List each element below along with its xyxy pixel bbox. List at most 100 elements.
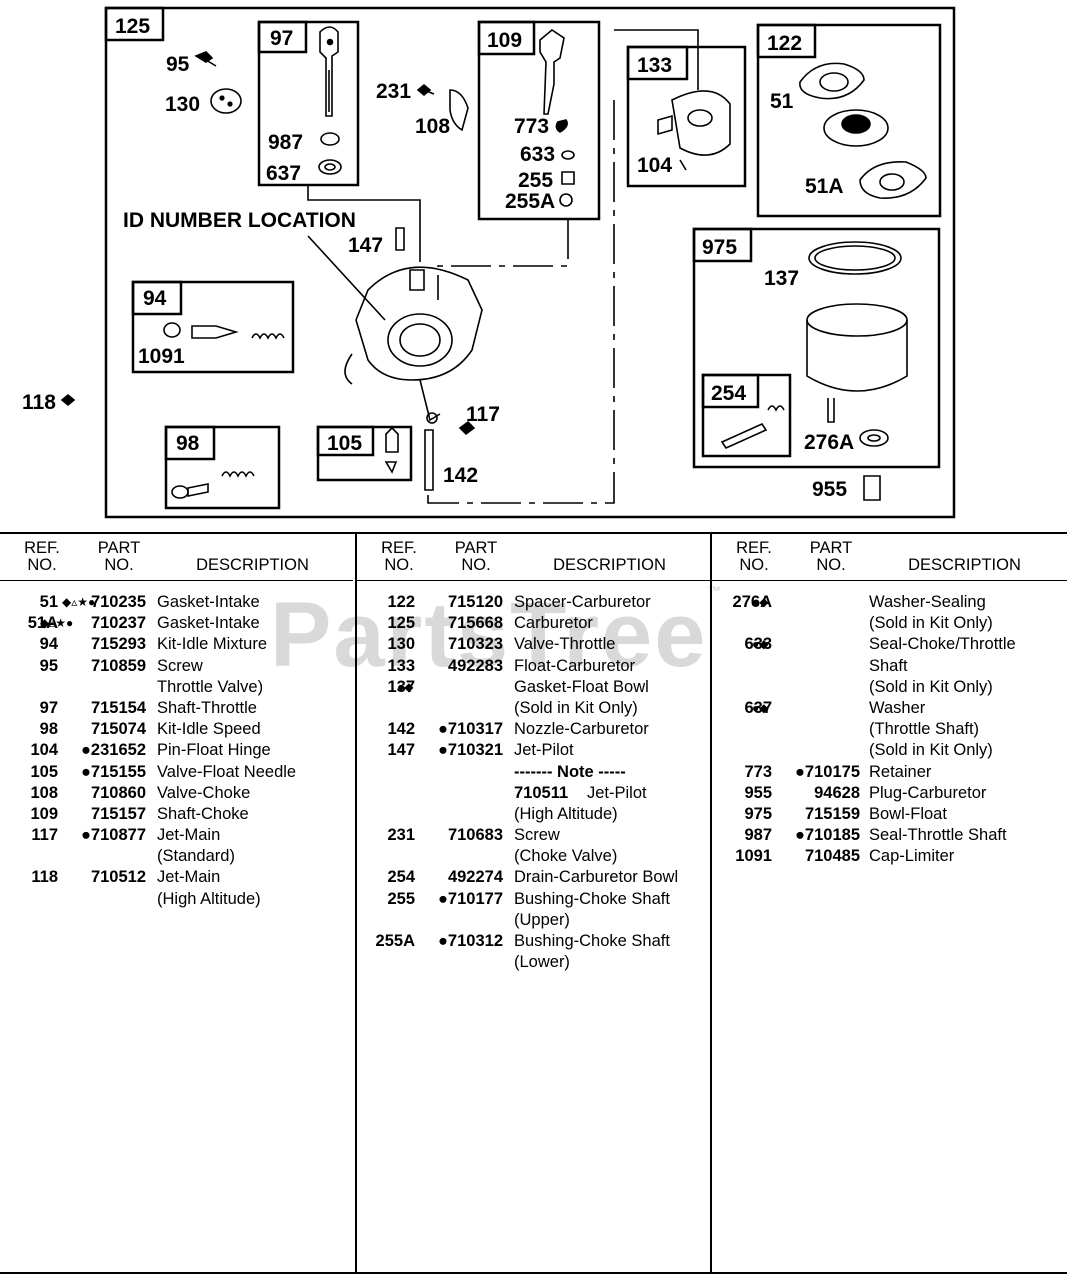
ref-no-cell: 125 xyxy=(387,614,415,633)
ref-no-cell: 104 xyxy=(30,741,58,760)
box-label-975: 975 xyxy=(702,236,737,259)
ref-no-cell: 95 xyxy=(39,656,58,675)
box-label-133: 133 xyxy=(637,54,672,77)
ref-no-cell: 633 xyxy=(744,635,772,654)
ref-no-cell: 109 xyxy=(30,804,58,823)
ref-no-cell: 637 xyxy=(744,698,772,717)
ref-no-cell: 773 xyxy=(744,762,772,781)
box-label-125: 125 xyxy=(115,15,150,38)
float-133-drawing xyxy=(657,90,731,171)
part-no-cell: 710485 xyxy=(804,847,860,866)
description-cell: Bowl-Float xyxy=(869,804,947,823)
description-header: DESCRIPTION xyxy=(553,556,666,574)
table-row: 125 715668 Carburetor xyxy=(357,613,710,634)
callout-231: 231 xyxy=(376,80,411,103)
kit-symbol-cell: ●◆ xyxy=(397,679,414,694)
ref-no-cell: 98 xyxy=(39,720,58,739)
table-row: (Sold in Kit Only) xyxy=(712,740,1067,761)
part-no-cell: 715074 xyxy=(90,720,146,739)
part-no-cell: 710860 xyxy=(90,783,146,802)
ref-no-cell: 137 xyxy=(387,677,415,696)
box-label-105: 105 xyxy=(327,432,362,455)
description-cell: Bushing-Choke Shaft xyxy=(514,932,670,950)
description-cell: Retainer xyxy=(869,762,932,781)
description-cell: Plug-Carburetor xyxy=(869,783,987,802)
choke-valve-108-drawing xyxy=(449,89,469,132)
screw-231-drawing xyxy=(416,83,435,97)
description-cell: Carburetor xyxy=(514,614,593,633)
ref-no-cell: 955 xyxy=(744,783,772,802)
description-cell: Spacer-Carburetor xyxy=(514,593,651,611)
ref-no-cell: 108 xyxy=(30,783,58,802)
ref-no-cell: 276A xyxy=(732,593,772,611)
part-no-cell: 492283 xyxy=(447,656,503,675)
table-row: 633●◆ Seal-Choke/Throttle xyxy=(712,634,1067,655)
parts-rows: 276A●◆Washer-Sealing (Sold in Kit Only) 63… xyxy=(712,592,1067,867)
ref-no-cell: 255 xyxy=(387,889,415,908)
callout-142: 142 xyxy=(443,464,478,487)
kit-symbol-cell: ●◆ xyxy=(752,637,769,652)
part-no-cell: ●710317 xyxy=(437,720,503,739)
table-row: (Throttle Shaft) xyxy=(712,719,1067,740)
callout-987: 987 xyxy=(268,131,303,154)
part-no-cell: 715120 xyxy=(447,593,503,611)
description-cell: Jet-Main xyxy=(157,868,221,887)
part-no-cell: ●231652 xyxy=(80,741,146,760)
callout-255: 255 xyxy=(518,169,553,192)
idle-speed-kit-98-drawing xyxy=(171,471,255,499)
part-no-cell: 715293 xyxy=(90,635,146,654)
part-no-cell: 94628 xyxy=(814,783,860,802)
callout-108: 108 xyxy=(415,115,450,138)
part-no-cell: 710511 xyxy=(514,783,569,802)
description-cell: Valve-Throttle xyxy=(514,635,616,654)
table-row: ------- Note ----- xyxy=(357,762,710,783)
ref-no-cell: 255A xyxy=(375,932,415,950)
ref-no-cell: 147 xyxy=(387,741,415,760)
box-122 xyxy=(756,23,942,218)
callout-51a: 51A xyxy=(805,175,844,198)
description-cell: Jet-Pilot xyxy=(514,741,574,760)
callout-1091: 1091 xyxy=(138,345,185,368)
box-109 xyxy=(477,20,601,221)
box-label-97: 97 xyxy=(270,27,293,50)
callout-95: 95 xyxy=(166,53,190,76)
box-94 xyxy=(131,280,295,374)
description-header: DESCRIPTION xyxy=(196,556,309,574)
table-row: (High Altitude) xyxy=(0,889,353,910)
table-row: (Lower) xyxy=(357,952,710,973)
part-no-cell: ●710185 xyxy=(794,826,860,845)
description-cell: (Standard) xyxy=(157,847,235,866)
spacer-122-drawing xyxy=(799,62,927,199)
callout-637: 637 xyxy=(266,162,301,185)
ref-no-cell: 117 xyxy=(31,826,58,845)
table-row: 276A●◆Washer-Sealing xyxy=(712,592,1067,613)
throttle-valve-130-drawing xyxy=(210,88,242,114)
part-no-cell: 715159 xyxy=(804,804,860,823)
part-no-cell: 715668 xyxy=(447,614,503,633)
part-no-cell: 715154 xyxy=(90,698,146,717)
screw-95-drawing xyxy=(194,51,217,67)
description-cell: (Sold in Kit Only) xyxy=(869,677,993,696)
description-cell: Screw xyxy=(157,656,203,675)
part-no-cell: ●710312 xyxy=(437,932,503,950)
id-number-location-label: ID NUMBER LOCATION xyxy=(123,209,356,232)
description-cell: Seal-Choke/Throttle xyxy=(869,635,1016,654)
ref-no-cell: 254 xyxy=(387,868,415,887)
callout-773: 773 xyxy=(514,115,549,138)
